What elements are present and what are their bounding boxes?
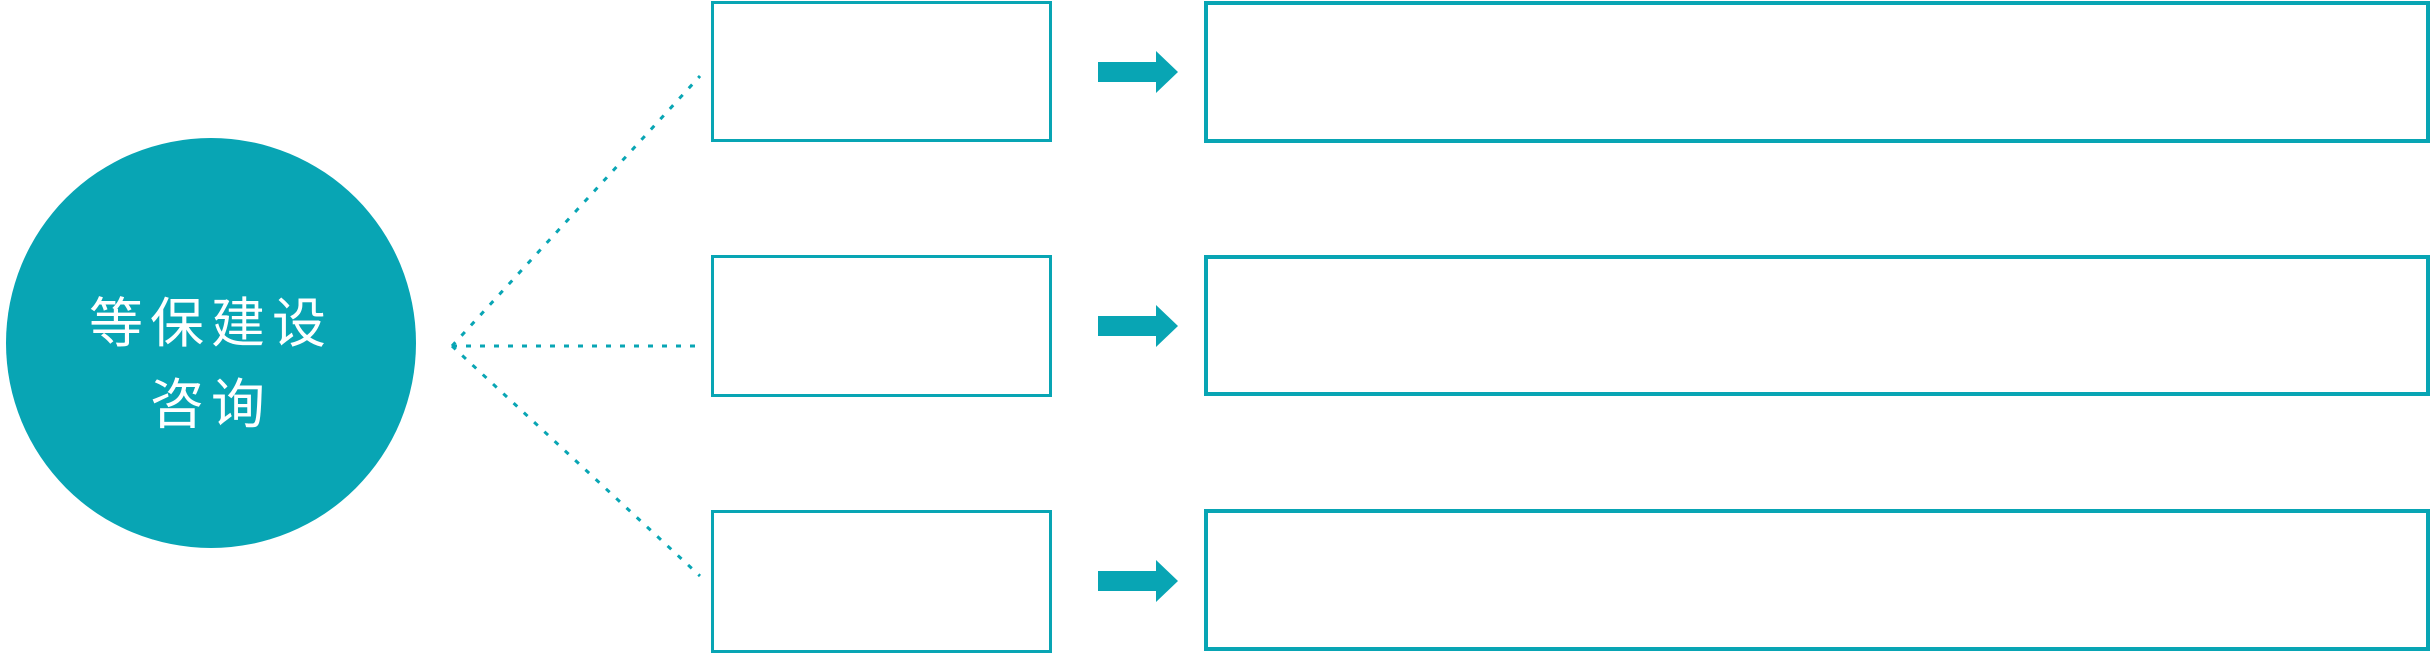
detail-box-3 [1204, 509, 2430, 651]
detail-box-2-text [1208, 259, 2426, 392]
right-arrow-icon [1098, 51, 1178, 93]
center-node-label-line1: 等保建设 [89, 292, 333, 355]
stage-box-2 [711, 255, 1052, 397]
right-arrow-shape [1098, 305, 1178, 347]
center-node-label: 等保建设 咨询 [89, 283, 333, 445]
center-node-circle: 等保建设 咨询 [6, 138, 416, 548]
stage-box-3 [711, 510, 1052, 653]
right-arrow-icon [1098, 305, 1178, 347]
stage-box-2-text [714, 258, 1049, 394]
right-arrow-icon [1098, 560, 1178, 602]
stage-box-3-text [714, 513, 1049, 650]
detail-box-2 [1204, 255, 2430, 396]
detail-box-1 [1204, 1, 2430, 143]
dotted-connector-top [450, 74, 702, 348]
stage-box-1-text [714, 4, 1049, 139]
dotted-connector-bottom [450, 344, 702, 578]
detail-box-3-text [1208, 513, 2426, 647]
center-node-label-line2: 咨询 [150, 373, 272, 436]
detail-box-1-text [1208, 5, 2426, 139]
right-arrow-shape [1098, 51, 1178, 93]
stage-box-1 [711, 1, 1052, 142]
right-arrow-shape [1098, 560, 1178, 602]
